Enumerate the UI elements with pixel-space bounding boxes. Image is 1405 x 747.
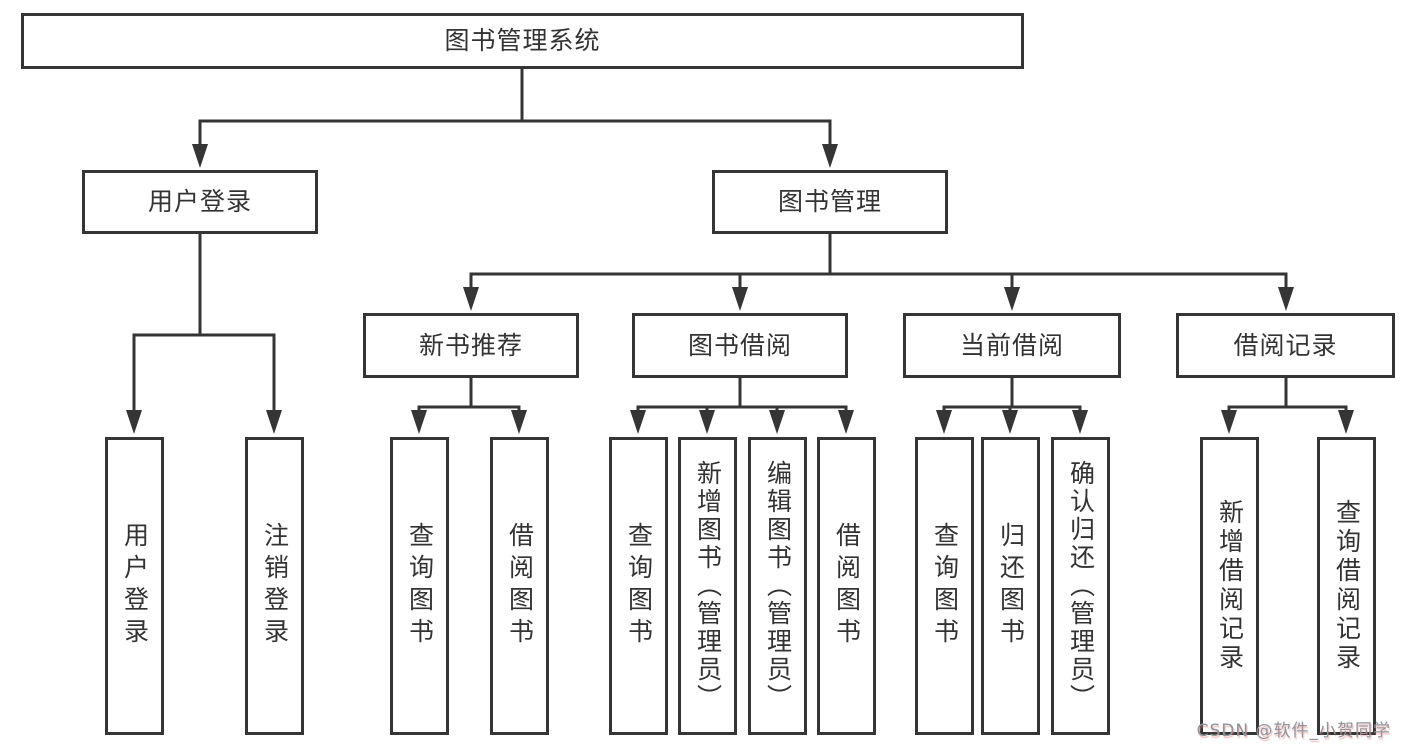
node-label: 查询借阅记录: [1332, 499, 1362, 673]
leaf-borrowing-query-books: 查询图书: [609, 437, 668, 735]
leaf-borrowing-borrow-books: 借阅图书: [817, 437, 876, 735]
node-book-management: 图书管理: [712, 170, 948, 234]
leaf-user-login: 用户登录: [105, 437, 164, 735]
node-label: 归还图书: [996, 522, 1026, 650]
node-label: 用户登录: [120, 522, 150, 650]
node-label: 图书管理系统: [444, 26, 601, 55]
node-label: 确认归还（管理员）: [1066, 460, 1096, 712]
leaf-recommend-query-books: 查询图书: [390, 437, 449, 735]
leaf-records-add-record: 新增借阅记录: [1200, 437, 1259, 735]
node-label: 注销登录: [260, 522, 290, 650]
node-current-borrowing: 当前借阅: [903, 313, 1121, 378]
node-label: 借阅图书: [505, 522, 535, 650]
csdn-watermark: CSDN @软件_小贺同学: [1196, 721, 1391, 741]
node-label: 查询图书: [624, 522, 654, 650]
node-label: 新增图书（管理员）: [693, 460, 723, 712]
node-borrowing-records: 借阅记录: [1176, 313, 1395, 378]
node-label: 当前借阅: [959, 330, 1064, 360]
node-library-management-system: 图书管理系统: [21, 13, 1024, 69]
node-label: 新增借阅记录: [1215, 499, 1245, 673]
node-label: 编辑图书（管理员）: [763, 460, 793, 712]
node-label: 图书借阅: [687, 330, 792, 360]
leaf-borrowing-edit-books-admin: 编辑图书（管理员）: [748, 437, 807, 735]
node-book-borrowing: 图书借阅: [632, 313, 848, 378]
leaf-current-query-books: 查询图书: [915, 437, 974, 735]
leaf-records-query-record: 查询借阅记录: [1317, 437, 1376, 735]
leaf-current-return-books: 归还图书: [981, 437, 1040, 735]
node-label: 借阅记录: [1233, 330, 1338, 360]
node-new-book-recommendation: 新书推荐: [363, 313, 579, 378]
node-label: 图书管理: [777, 187, 882, 216]
leaf-recommend-borrow-books: 借阅图书: [490, 437, 549, 735]
leaf-logout: 注销登录: [245, 437, 304, 735]
node-label: 查询图书: [405, 522, 435, 650]
node-label: 用户登录: [147, 187, 252, 216]
node-label: 新书推荐: [418, 330, 523, 360]
leaf-borrowing-add-books-admin: 新增图书（管理员）: [678, 437, 737, 735]
node-label: 查询图书: [930, 522, 960, 650]
node-label: 借阅图书: [832, 522, 862, 650]
node-user-login: 用户登录: [82, 170, 318, 234]
leaf-current-confirm-return-admin: 确认归还（管理员）: [1051, 437, 1110, 735]
